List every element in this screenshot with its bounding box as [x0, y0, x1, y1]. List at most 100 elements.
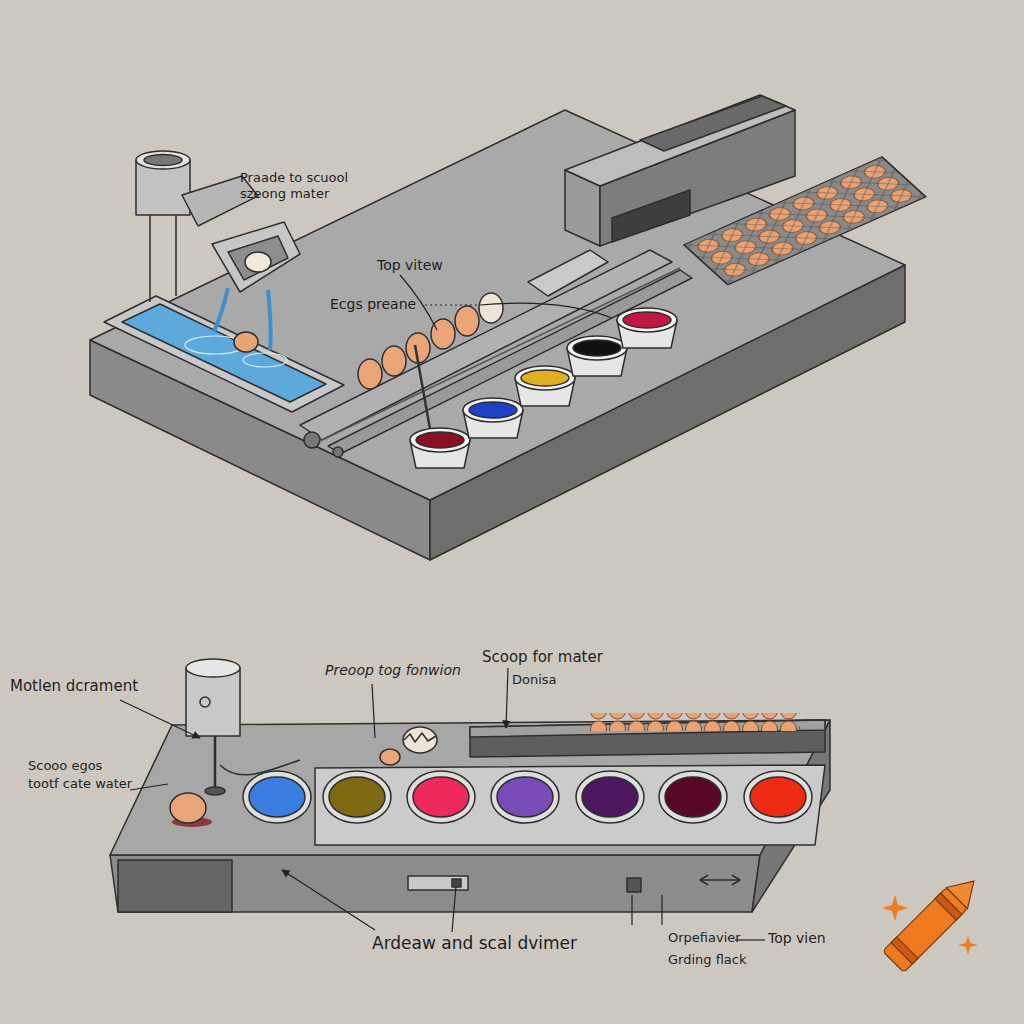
callout-label: Ecgs preane	[330, 296, 416, 314]
dye	[582, 777, 638, 817]
double-arrow	[700, 875, 740, 885]
cylinder-opening	[144, 155, 182, 166]
leg	[175, 212, 177, 296]
water-tank-rim	[104, 296, 344, 412]
tray-base	[684, 157, 926, 285]
egg	[479, 293, 503, 323]
conveyor-belt	[322, 268, 680, 440]
cable	[220, 760, 300, 775]
dye	[750, 777, 806, 817]
hopper-inside	[228, 236, 288, 280]
bowl-rim	[567, 336, 627, 360]
callout-label: Scooo egos	[28, 758, 102, 774]
crayon-tip	[946, 871, 984, 909]
leader-line	[631, 895, 632, 925]
callout-label: Top vien	[768, 930, 826, 948]
tower-slot	[612, 190, 690, 242]
callout-label: Donisa	[512, 672, 557, 688]
dye	[413, 777, 469, 817]
bowl	[243, 771, 311, 823]
tower-hood	[640, 96, 786, 151]
egg	[245, 252, 271, 272]
leader-line	[372, 684, 375, 738]
callout-label: Top vitew	[377, 257, 443, 275]
leader-line	[425, 304, 480, 305]
callout-label: Motlen dcrament	[10, 677, 138, 696]
dye	[521, 370, 569, 386]
bowl	[407, 771, 475, 823]
callout-label: Ardeaw and scal dvimer	[372, 933, 577, 954]
cracked-egg	[403, 727, 437, 753]
callout-label: Preoop tog fonwion	[325, 662, 461, 680]
egg	[234, 332, 258, 352]
dye	[573, 340, 621, 356]
roller	[333, 447, 343, 457]
leader-arrow	[120, 700, 200, 738]
bottom-leaders	[120, 668, 765, 940]
crayon-band	[891, 937, 918, 964]
callout-label: tootf cate water	[28, 776, 132, 792]
dye	[329, 777, 385, 817]
crayon-body	[883, 888, 968, 973]
crayon-logo	[883, 871, 985, 973]
hopper	[212, 222, 300, 292]
water	[122, 304, 326, 402]
bowl	[659, 771, 727, 823]
dye	[623, 312, 671, 328]
conveyor-rail	[328, 270, 692, 454]
egg	[431, 319, 455, 349]
leader-line	[661, 895, 662, 925]
egg	[170, 793, 206, 823]
conveyor-rail	[300, 250, 672, 440]
tower-top	[565, 95, 795, 186]
egg	[358, 359, 382, 389]
leg	[149, 212, 151, 302]
switch	[452, 879, 461, 887]
tray-wire	[684, 157, 926, 285]
top-leaders	[400, 275, 612, 330]
water-stream	[214, 288, 228, 332]
base-top	[90, 110, 905, 500]
carriage	[528, 250, 608, 296]
leader-arrow	[506, 668, 508, 728]
cylinder-top	[136, 151, 190, 169]
callout-label: Praade to scuool szeong mater	[240, 170, 375, 203]
control-panel	[408, 876, 468, 890]
cylinder-top	[186, 659, 240, 677]
bowl	[491, 771, 559, 823]
bowl-rim	[515, 366, 575, 390]
leader-line	[130, 784, 168, 790]
eggs	[590, 713, 800, 731]
bowl	[323, 771, 391, 823]
dye	[249, 777, 305, 817]
callout-label: Grding flack	[668, 952, 747, 968]
stand-base	[205, 787, 225, 795]
dip-stick	[415, 345, 432, 440]
egg	[455, 306, 479, 336]
bowl	[744, 771, 812, 823]
leader-line	[480, 303, 612, 318]
cylinder-mark	[200, 697, 210, 707]
dye	[497, 777, 553, 817]
motion-cylinder	[186, 668, 240, 736]
top-machine	[90, 95, 926, 560]
stand	[214, 736, 217, 790]
bowl-rim	[410, 428, 470, 452]
callout-label: Orpefiavier	[668, 930, 741, 946]
bowl-tray	[315, 765, 825, 845]
callout-label: Scoop for mater	[482, 648, 603, 667]
leader-arrow	[282, 870, 375, 930]
dye	[469, 402, 517, 418]
sparkle	[958, 935, 978, 955]
bowl-rim	[463, 398, 523, 422]
dye	[416, 432, 464, 448]
bowl-rim	[617, 308, 677, 332]
egg-shell	[380, 749, 400, 765]
water-stream	[268, 290, 271, 350]
table-front-dark	[118, 860, 232, 912]
egg	[382, 346, 406, 376]
bottom-machine	[110, 659, 830, 912]
leader-line	[452, 886, 456, 932]
table-top	[110, 720, 830, 855]
